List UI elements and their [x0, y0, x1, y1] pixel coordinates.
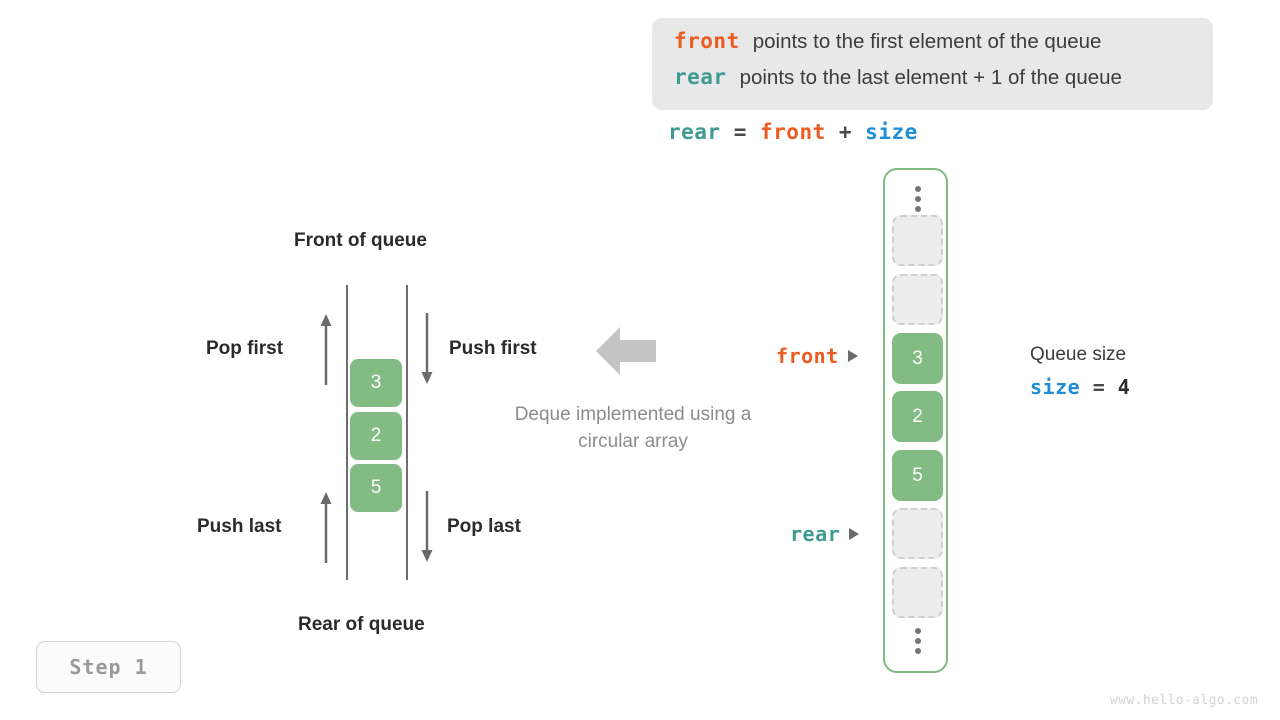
big-arrow-left-icon — [596, 327, 656, 375]
array-cell-filled: 3 — [892, 333, 943, 384]
queue-size-equals: = — [1080, 375, 1118, 399]
array-cell-empty — [892, 508, 943, 559]
ellipsis-bottom-icon — [885, 628, 950, 654]
queue-size-expression: size = 4 — [1030, 375, 1130, 399]
formula-plus: + — [825, 120, 866, 144]
legend-box: front points to the first element of the… — [652, 18, 1213, 110]
legend-text-front: points to the first element of the queue — [752, 30, 1102, 53]
array-cell-empty — [892, 215, 943, 266]
deque-cell: 3 — [350, 359, 402, 407]
array-cell-filled: 5 — [892, 450, 943, 501]
circular-array-container: 3 2 5 — [883, 168, 948, 673]
dot — [914, 628, 921, 634]
array-cell-empty — [892, 567, 943, 618]
deque-title-front-of-queue: Front of queue — [294, 230, 427, 251]
label-pop-first: Pop first — [206, 338, 284, 359]
formula-equals: = — [720, 120, 761, 144]
step-badge: Step 1 — [36, 641, 181, 693]
queue-size-block: Queue size size = 4 — [1030, 344, 1130, 399]
deque-note-text: Deque implemented using a circular array — [514, 404, 752, 452]
formula-size: size — [865, 120, 918, 144]
legend-keyword-rear: rear — [674, 65, 727, 89]
array-cell-empty — [892, 274, 943, 325]
pointer-arrow-right-icon — [847, 350, 858, 362]
arrow-down-push-first-icon — [421, 313, 433, 384]
deque-channel-line-right — [406, 285, 408, 580]
pointer-rear: rear — [790, 522, 860, 546]
dot — [914, 648, 921, 654]
pointer-front: front — [776, 344, 858, 368]
queue-size-title: Queue size — [1030, 344, 1127, 365]
legend-text-rear: points to the last element + 1 of the qu… — [739, 66, 1122, 89]
ellipsis-top-icon — [885, 186, 950, 212]
dot — [914, 638, 921, 644]
queue-size-value: 4 — [1117, 375, 1131, 399]
formula-front: front — [760, 120, 826, 144]
legend-row-front: front points to the first element of the… — [674, 29, 1101, 54]
pointer-front-label: front — [776, 344, 839, 368]
watermark: www.hello-algo.com — [1109, 693, 1258, 708]
label-pop-last: Pop last — [447, 516, 521, 537]
deque-title-rear-of-queue: Rear of queue — [298, 614, 425, 635]
deque-cell: 2 — [350, 412, 402, 460]
pointer-arrow-right-icon — [849, 528, 860, 540]
array-cell-filled: 2 — [892, 391, 943, 442]
arrow-up-push-last-icon — [320, 492, 332, 563]
formula-lhs: rear — [668, 120, 721, 144]
dot — [914, 196, 921, 202]
arrow-up-pop-first-icon — [320, 314, 332, 385]
dot — [914, 206, 921, 212]
queue-size-var: size — [1030, 375, 1081, 399]
deque-cell: 5 — [350, 464, 402, 512]
pointer-rear-label: rear — [790, 522, 841, 546]
label-push-first: Push first — [449, 338, 537, 359]
legend-keyword-front: front — [674, 29, 740, 53]
label-push-last: Push last — [197, 516, 282, 537]
arrow-down-pop-last-icon — [421, 491, 433, 562]
deque-channel-line-left — [346, 285, 348, 580]
dot — [914, 186, 921, 192]
formula-rear-equals-front-plus-size: rear = front + size — [668, 120, 918, 144]
legend-row-rear: rear points to the last element + 1 of t… — [674, 65, 1122, 90]
